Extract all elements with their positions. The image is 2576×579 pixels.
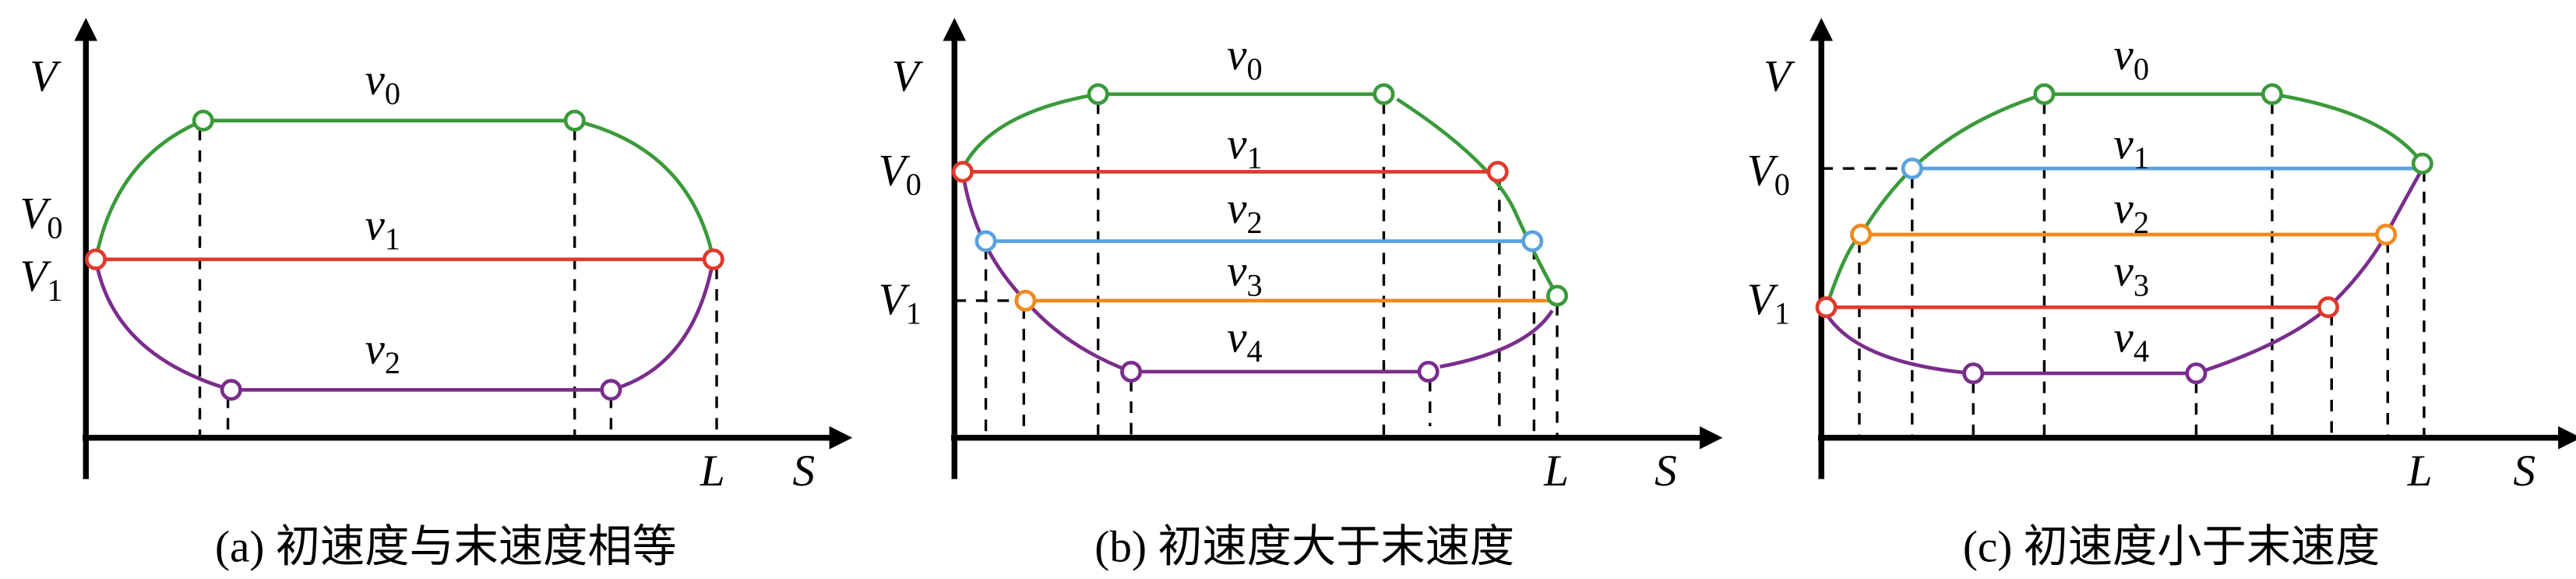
l-label: L [2407, 447, 2433, 496]
speed-label: v4 [2113, 313, 2149, 369]
speed-label: v0 [1227, 30, 1263, 86]
speed-label: v1 [365, 200, 401, 256]
caption: (a) 初速度与末速度相等 [215, 523, 677, 572]
v0-label: V0 [19, 189, 62, 245]
caption: (c) 初速度小于末速度 [1963, 523, 2380, 572]
panel-c: V V0 V1 v0 v1 v2 v3 v4 L S (c) 初速度小于末速度 [1747, 17, 2576, 572]
curve-v0 [960, 92, 1559, 297]
dashed-guides [1821, 102, 2426, 438]
s-axis-label: S [793, 447, 816, 496]
l-label: L [700, 447, 725, 496]
v1-label: V1 [1747, 275, 1790, 331]
v1-label: V1 [19, 252, 62, 308]
panel-a: V V0 V1 v0 v1 v2 L S (a) 初速度与末速度相等 [19, 17, 853, 572]
dashed-guides [954, 102, 1559, 438]
v0-label: V0 [1747, 146, 1790, 202]
speed-label: v4 [1227, 313, 1263, 369]
speed-label: v2 [1227, 184, 1263, 240]
v1-label: V1 [879, 275, 922, 331]
caption: (b) 初速度大于末速度 [1094, 523, 1514, 572]
speed-label: v1 [2113, 120, 2149, 176]
v0-label: V0 [879, 146, 922, 202]
speed-label: v0 [2113, 30, 2149, 86]
l-label: L [1543, 447, 1569, 496]
curve-v2 [93, 259, 716, 392]
s-axis-label: S [2513, 447, 2535, 496]
panel-b: V V0 V1 v0 v1 v2 v3 v4 L S (b) 初速度大于末速度 [879, 17, 1723, 572]
transition-points [1815, 83, 2433, 385]
v-axis-label: V [1764, 52, 1795, 101]
v-axis-label: V [30, 52, 62, 101]
s-axis-label: S [1654, 447, 1677, 496]
v-axis-label: V [892, 52, 924, 101]
speed-label: v1 [1227, 120, 1263, 176]
speed-label: v2 [365, 324, 401, 380]
transition-points [951, 83, 1569, 383]
dashed-guides [198, 129, 718, 438]
speed-label: v2 [2113, 184, 2149, 240]
speed-label: v3 [2113, 247, 2149, 303]
curve-v0 [93, 118, 716, 260]
speed-label: v3 [1227, 247, 1263, 303]
transition-points [84, 109, 724, 401]
speed-label: v0 [365, 55, 401, 111]
